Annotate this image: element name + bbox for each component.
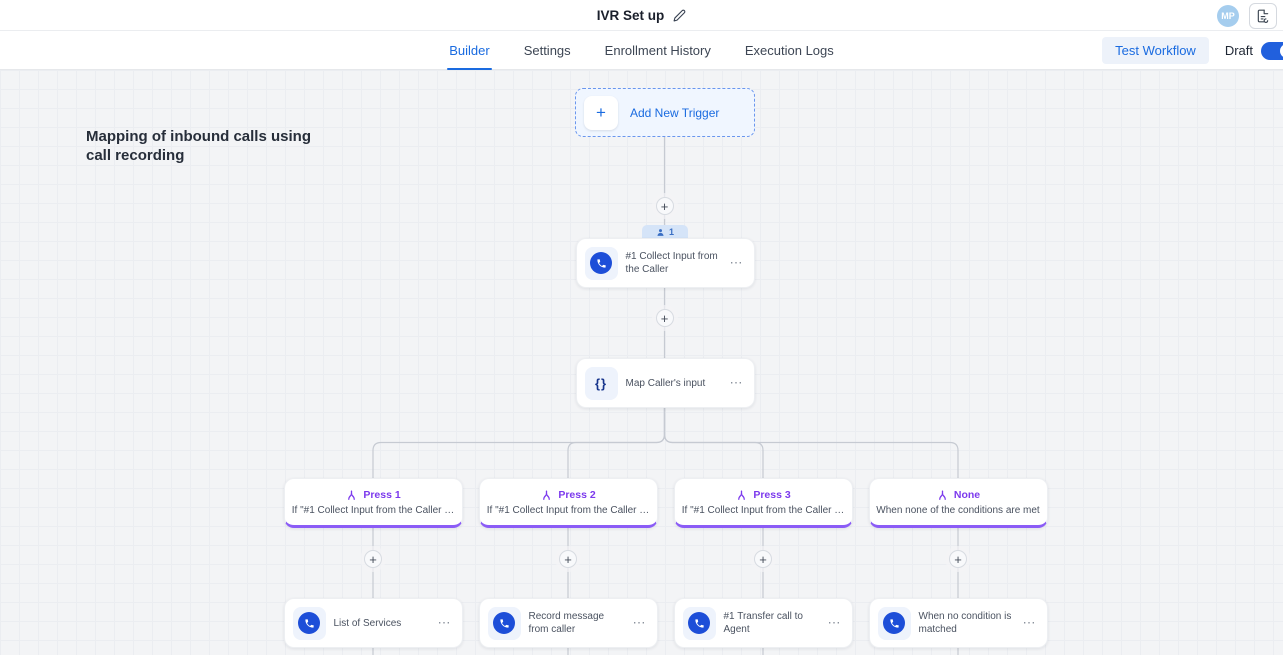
branch-press-2[interactable]: Press 2 If "#1 Collect Input from the Ca…	[478, 478, 658, 528]
node-menu-button[interactable]: ⋯	[729, 255, 744, 270]
add-step-button[interactable]: +	[949, 550, 967, 568]
document-refresh-icon	[1257, 9, 1269, 23]
branch-press-3[interactable]: Press 3 If "#1 Collect Input from the Ca…	[673, 478, 853, 528]
phone-icon	[584, 246, 618, 280]
tab-bar: Builder Settings Enrollment History Exec…	[0, 31, 1283, 70]
add-step-button[interactable]: +	[364, 550, 382, 568]
node-menu-button[interactable]: ⋯	[632, 615, 647, 630]
toggle-knob	[1280, 43, 1283, 58]
enrolled-contacts-badge: 1	[642, 225, 688, 239]
add-step-button[interactable]: +	[655, 309, 674, 327]
top-header: IVR Set up MP	[0, 0, 1283, 31]
tab-enrollment-history[interactable]: Enrollment History	[604, 43, 711, 58]
branch-icon	[543, 490, 551, 500]
node-menu-button[interactable]: ⋯	[1022, 615, 1037, 630]
branch-none[interactable]: None When none of the conditions are met	[868, 478, 1048, 528]
add-step-button[interactable]: +	[754, 550, 772, 568]
branch-icon	[939, 490, 946, 500]
phone-icon	[682, 606, 716, 640]
node-map-input[interactable]: {} Map Caller's input ⋯	[575, 358, 755, 408]
node-collect-input[interactable]: #1 Collect Input from the Caller ⋯	[575, 238, 755, 288]
canvas-note-text: Mapping of inbound calls using call reco…	[86, 128, 311, 164]
test-workflow-button[interactable]: Test Workflow	[1102, 37, 1209, 64]
phone-icon	[877, 606, 911, 640]
branch-icon	[738, 490, 746, 500]
workflow-canvas[interactable]: Mapping of inbound calls using call reco…	[0, 70, 1283, 655]
node-menu-button[interactable]: ⋯	[729, 375, 744, 390]
avatar[interactable]: MP	[1217, 4, 1239, 27]
tab-settings[interactable]: Settings	[523, 43, 571, 58]
tab-execution-logs[interactable]: Execution Logs	[744, 43, 834, 58]
node-list-of-services[interactable]: List of Services ⋯	[283, 598, 463, 648]
add-step-button[interactable]: +	[655, 197, 674, 215]
node-transfer-call[interactable]: #1 Transfer call to Agent ⋯	[673, 598, 853, 648]
node-menu-button[interactable]: ⋯	[827, 615, 842, 630]
page-title: IVR Set up	[596, 8, 665, 23]
plus-icon: +	[584, 95, 618, 130]
phone-icon	[292, 606, 326, 640]
add-new-trigger-button[interactable]: + Add New Trigger	[575, 88, 755, 137]
node-no-condition-matched[interactable]: When no condition is matched ⋯	[868, 598, 1048, 648]
add-step-button[interactable]: +	[559, 550, 577, 568]
branch-press-1[interactable]: Press 1 If "#1 Collect Input from the Ca…	[283, 478, 463, 528]
draft-publish-toggle[interactable]	[1261, 41, 1283, 60]
braces-icon: {}	[584, 366, 618, 400]
node-menu-button[interactable]: ⋯	[437, 615, 452, 630]
edit-title-icon[interactable]	[673, 9, 686, 22]
node-record-message[interactable]: Record message from caller ⋯	[478, 598, 658, 648]
phone-icon	[487, 606, 521, 640]
branch-icon	[348, 490, 356, 500]
person-icon	[657, 228, 664, 236]
notes-document-button[interactable]	[1249, 2, 1277, 29]
draft-label: Draft	[1224, 43, 1253, 58]
tab-builder[interactable]: Builder	[447, 31, 493, 70]
